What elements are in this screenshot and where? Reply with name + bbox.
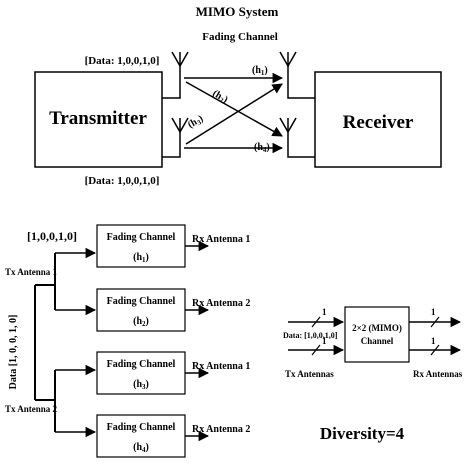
rx-antennas-label: Rx Antennas bbox=[413, 369, 463, 379]
h3-label: (h3) bbox=[186, 113, 206, 131]
mimo-n2: 1 bbox=[322, 336, 327, 346]
path-h2-arrow bbox=[185, 81, 283, 137]
tx-antenna-2-icon bbox=[162, 117, 189, 158]
vertical-data-label: Data [1, 0, 0, 1, 0] bbox=[8, 315, 19, 390]
figure-title: MIMO System bbox=[196, 4, 279, 19]
rx-antenna-1-icon bbox=[279, 51, 315, 99]
channel-2-title: Fading Channel bbox=[107, 296, 176, 307]
mimo-n1: 1 bbox=[322, 307, 327, 317]
channel-1-h: (h1) bbox=[133, 252, 149, 264]
channel-3-title: Fading Channel bbox=[107, 359, 176, 370]
tx-antenna-1-label: Tx Antenna 1 bbox=[5, 267, 58, 277]
slash-marks bbox=[311, 316, 440, 356]
tx-antenna-1-icon bbox=[162, 51, 189, 99]
rx-antenna-2-icon bbox=[279, 117, 315, 158]
fading-channel-box-4 bbox=[96, 414, 186, 458]
rx-label-4: Rx Antenna 2 bbox=[192, 424, 250, 435]
receiver-box bbox=[314, 71, 442, 168]
mimo-channel-box bbox=[344, 306, 410, 363]
mimo-box-line2: Channel bbox=[361, 336, 394, 346]
rx-label-1: Rx Antenna 1 bbox=[192, 234, 250, 245]
fading-channel-box-2 bbox=[96, 288, 186, 332]
channel-4-h: (h4) bbox=[133, 442, 149, 454]
diversity-caption: Diversity=4 bbox=[320, 424, 405, 443]
transmitter-label: Transmitter bbox=[49, 108, 147, 129]
input-bits-label: [1,0,0,1,0] bbox=[27, 229, 77, 243]
rx-label-2: Rx Antenna 2 bbox=[192, 298, 250, 309]
rx-label-3: Rx Antenna 1 bbox=[192, 361, 250, 372]
mimo-data-label: Data: [1,0,0,1,0] bbox=[283, 331, 338, 340]
channel-1-title: Fading Channel bbox=[107, 232, 176, 243]
h4-label: (h4) bbox=[254, 142, 270, 154]
tx-antennas-label: Tx Antennas bbox=[285, 369, 334, 379]
mimo-box-line1: 2×2 (MIMO) bbox=[352, 323, 402, 333]
path-h3-arrow bbox=[185, 83, 283, 145]
transmitter-box bbox=[34, 71, 163, 168]
tree-connectors bbox=[34, 253, 56, 432]
mimo-n3: 1 bbox=[431, 307, 436, 317]
h2-label: (h2) bbox=[210, 88, 230, 106]
channel-3-h: (h3) bbox=[133, 379, 149, 391]
h1-label: (h1) bbox=[252, 65, 268, 77]
channel-2-h: (h2) bbox=[133, 316, 149, 328]
tx-antenna-2-label: Tx Antenna 2 bbox=[5, 404, 58, 414]
receiver-label: Receiver bbox=[343, 112, 414, 133]
fading-channel-box-3 bbox=[96, 351, 186, 395]
data-label-bottom: [Data: 1,0,0,1,0] bbox=[85, 175, 160, 187]
channel-4-title: Fading Channel bbox=[107, 422, 176, 433]
fading-channel-label: Fading Channel bbox=[202, 31, 278, 43]
mimo-n4: 1 bbox=[431, 336, 436, 346]
data-label-top: [Data: 1,0,0,1,0] bbox=[85, 55, 160, 67]
